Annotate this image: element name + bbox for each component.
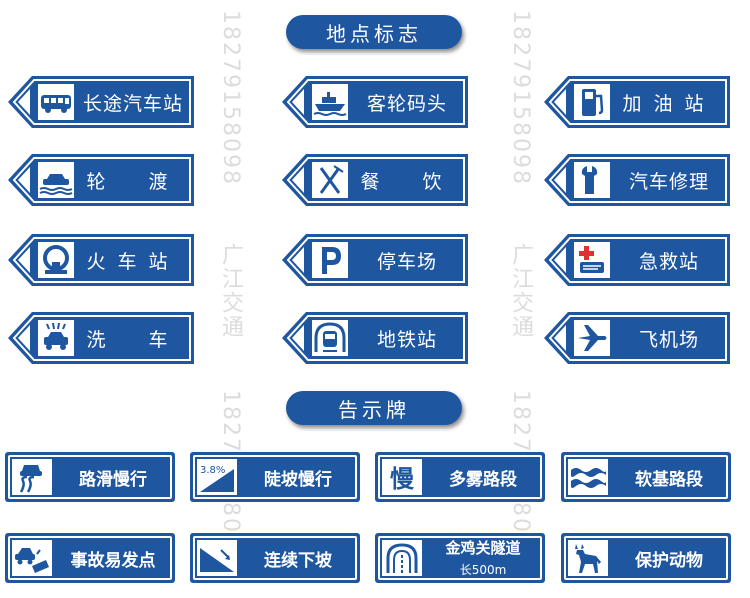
location-sign-gas-station: 加油站 xyxy=(544,76,730,128)
location-sign-bus-station: 长途汽车站 xyxy=(8,76,194,128)
notice-sign-label: 陡坡慢行 xyxy=(264,469,332,490)
watermark-company-right: 广江交通 xyxy=(508,243,533,339)
wrench-icon xyxy=(574,162,610,198)
location-sign-label: 长途汽车站 xyxy=(82,92,183,115)
location-sign-label: 火车站 xyxy=(86,250,180,273)
location-sign-car-wash: 洗 车 xyxy=(8,312,194,364)
railway-icon xyxy=(38,242,74,278)
location-sign-train-station: 火车站 xyxy=(8,234,194,286)
watermark-phone-right: 18279158098 xyxy=(508,10,533,186)
notice-sign-steep-slope: 3.8% 陡坡慢行 xyxy=(190,452,360,502)
location-sign-ferry: 轮 渡 xyxy=(8,154,194,206)
soft-ground-icon xyxy=(568,459,608,495)
car-wash-icon xyxy=(38,320,74,356)
notice-sign-soft-ground: 软基路段 xyxy=(561,452,731,502)
slope-grade-text: 3.8% xyxy=(200,465,225,476)
notice-sign-label: 事故易发点 xyxy=(70,550,156,571)
first-aid-icon xyxy=(574,242,610,278)
location-sign-label: 餐 饮 xyxy=(360,170,454,193)
location-sign-airport: 飞机场 xyxy=(544,312,730,364)
airplane-icon xyxy=(574,320,610,356)
notice-sign-label: 保护动物 xyxy=(635,550,703,571)
location-sign-label: 汽车修理 xyxy=(628,170,709,193)
location-sign-label: 客轮码头 xyxy=(366,92,447,115)
watermark-company-left: 广江交通 xyxy=(218,243,243,339)
deer-icon xyxy=(568,540,608,576)
location-sign-label: 轮 渡 xyxy=(86,170,180,193)
notice-sign-slippery: 路滑慢行 xyxy=(5,452,175,502)
tunnel-icon xyxy=(382,540,422,576)
notice-sign-label: 软基路段 xyxy=(635,469,703,490)
notice-sign-label: 金鸡关隧道 xyxy=(445,539,521,557)
location-sign-label: 地铁站 xyxy=(376,328,437,351)
location-sign-label: 洗 车 xyxy=(86,328,180,351)
location-sign-subway: 地铁站 xyxy=(282,312,468,364)
slow-character-icon: 慢 xyxy=(382,459,422,495)
notice-sign-downhill: 连续下坡 xyxy=(190,533,360,583)
steep-slope-icon: 3.8% xyxy=(197,459,237,495)
notice-sign-tunnel: 金鸡关隧道 长500m xyxy=(375,533,545,583)
slippery-road-icon xyxy=(12,459,52,495)
notice-sign-label: 连续下坡 xyxy=(264,550,332,571)
section-title-notice: 告示牌 xyxy=(286,391,462,425)
fuel-pump-icon xyxy=(574,84,610,120)
location-sign-parking: 停车场 xyxy=(282,234,468,286)
fork-knife-icon xyxy=(312,162,348,198)
location-sign-label: 急救站 xyxy=(638,250,699,273)
watermark-phone-left: 18279158098 xyxy=(218,10,243,186)
location-sign-first-aid: 急救站 xyxy=(544,234,730,286)
notice-sign-sublabel: 长500m xyxy=(459,563,507,577)
location-sign-car-repair: 汽车修理 xyxy=(544,154,730,206)
ferry-icon xyxy=(38,162,74,198)
notice-sign-label: 路滑慢行 xyxy=(79,469,147,490)
location-sign-label: 飞机场 xyxy=(638,328,699,351)
slow-character-text: 慢 xyxy=(390,465,415,493)
accident-icon xyxy=(12,540,52,576)
downhill-icon xyxy=(197,540,237,576)
parking-icon xyxy=(312,242,348,278)
location-sign-restaurant: 餐 饮 xyxy=(282,154,468,206)
notice-sign-accident: 事故易发点 xyxy=(5,533,175,583)
subway-icon xyxy=(312,320,348,356)
notice-sign-protect-animals: 保护动物 xyxy=(561,533,731,583)
bus-icon xyxy=(38,84,74,120)
location-sign-ferry-pier: 客轮码头 xyxy=(282,76,468,128)
notice-sign-label: 多雾路段 xyxy=(449,469,517,490)
notice-sign-fog: 慢 多雾路段 xyxy=(375,452,545,502)
ship-icon xyxy=(312,84,348,120)
section-title-location: 地点标志 xyxy=(286,15,462,49)
location-sign-label: 加油站 xyxy=(622,92,716,115)
location-sign-label: 停车场 xyxy=(376,250,437,273)
